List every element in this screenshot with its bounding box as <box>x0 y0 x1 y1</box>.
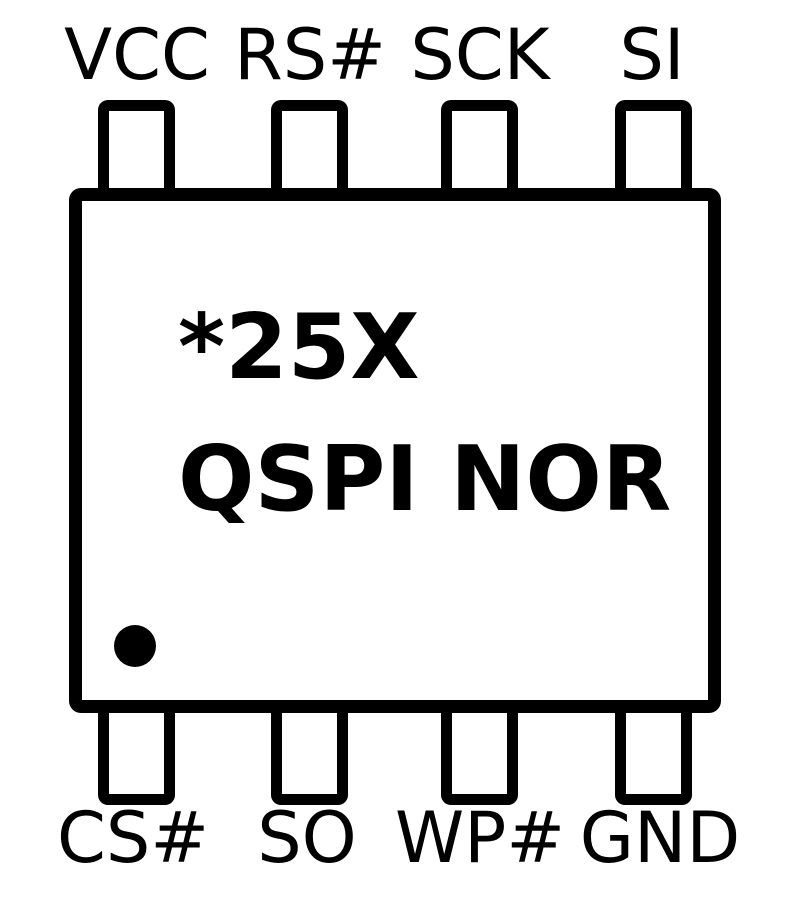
pin-label-so: SO <box>257 797 357 879</box>
pin-label-rs: RS# <box>234 14 386 96</box>
pin-label-vcc: VCC <box>64 14 210 96</box>
pin1-indicator-dot-icon <box>114 625 156 667</box>
chip-body <box>69 188 721 713</box>
pin-label-cs: CS# <box>57 797 209 879</box>
chip-marking-line1: *25X <box>178 295 420 400</box>
pin-label-wp: WP# <box>394 797 566 879</box>
chip-marking-line2: QSPI NOR <box>178 427 672 532</box>
pin-label-sck: SCK <box>410 14 550 96</box>
pin-label-si: SI <box>619 14 685 96</box>
pin-label-gnd: GND <box>579 797 741 879</box>
